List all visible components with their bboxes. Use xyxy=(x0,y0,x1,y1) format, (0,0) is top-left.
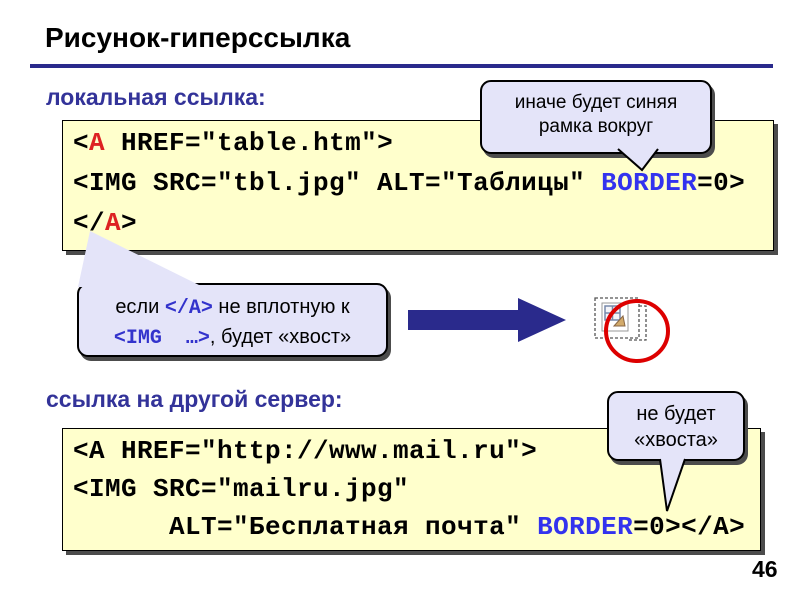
callout-tail-warning: если </A> не вплотную к <IMG …>, будет «… xyxy=(77,283,388,357)
red-circle-highlight xyxy=(604,299,670,363)
callout-text: если xyxy=(115,296,165,318)
code-tag-a: A xyxy=(105,208,122,238)
callout-code-img: <IMG …> xyxy=(113,327,210,350)
title-underline xyxy=(30,64,773,68)
section-heading-remote-link: ссылка на другой сервер: xyxy=(46,386,343,412)
callout-no-tail: не будет «хвоста» xyxy=(607,391,745,461)
code-line: <A HREF="table.htm"> xyxy=(63,123,773,163)
callout-line: <IMG …>, будет «хвост» xyxy=(79,323,386,353)
code-text: <IMG SRC="tbl.jpg" ALT="Таблицы" xyxy=(73,168,602,198)
callout-blue-frame-tail xyxy=(617,148,659,172)
callout-line: если </A> не вплотную к xyxy=(79,293,386,323)
code-tag-a: A xyxy=(89,128,106,158)
callout-blue-frame: иначе будет синяя рамка вокруг xyxy=(480,80,712,154)
callout-text: , будет «хвост» xyxy=(209,326,352,348)
code-text: </ xyxy=(73,208,106,238)
page-number: 46 xyxy=(752,556,778,582)
code-line: <A HREF="http://www.mail.ru"> xyxy=(63,432,760,470)
callout-text: не вплотную к xyxy=(212,296,350,318)
callout-no-tail-tail xyxy=(659,458,686,512)
code-attr-border: BORDER xyxy=(601,168,698,198)
page-title: Рисунок-гиперссылка xyxy=(45,22,351,53)
pencil-icon xyxy=(612,314,626,327)
callout-line: рамка вокруг xyxy=(538,116,654,137)
code-line: <IMG SRC="mailru.jpg" xyxy=(63,470,760,508)
callout-line: иначе будет синяя xyxy=(514,92,678,113)
callout-code-a: </A> xyxy=(164,297,213,320)
code-line: ALT="Бесплатная почта" BORDER=0></A> xyxy=(63,508,760,546)
code-text: <A HREF="http://www.mail.ru"> xyxy=(73,436,538,466)
code-text: =0></A> xyxy=(633,512,746,542)
blue-arrow-right-icon xyxy=(408,298,566,342)
section-heading-local-link: локальная ссылка: xyxy=(46,84,266,110)
code-line: </A> xyxy=(63,203,773,243)
callout-line: не будет xyxy=(636,403,716,425)
code-line: <IMG SRC="tbl.jpg" ALT="Таблицы" BORDER=… xyxy=(63,163,773,203)
callout-tail-warning-tail xyxy=(78,231,203,287)
code-text: HREF="table.htm"> xyxy=(105,128,394,158)
code-attr-border: BORDER xyxy=(537,512,634,542)
broken-image-example xyxy=(594,297,670,363)
code-text: ALT="Бесплатная почта" xyxy=(73,512,538,542)
code-text: <IMG SRC="mailru.jpg" xyxy=(73,474,410,504)
code-text: < xyxy=(73,128,90,158)
code-text: =0> xyxy=(697,168,746,198)
code-text: > xyxy=(121,208,138,238)
callout-line: «хвоста» xyxy=(634,429,718,451)
